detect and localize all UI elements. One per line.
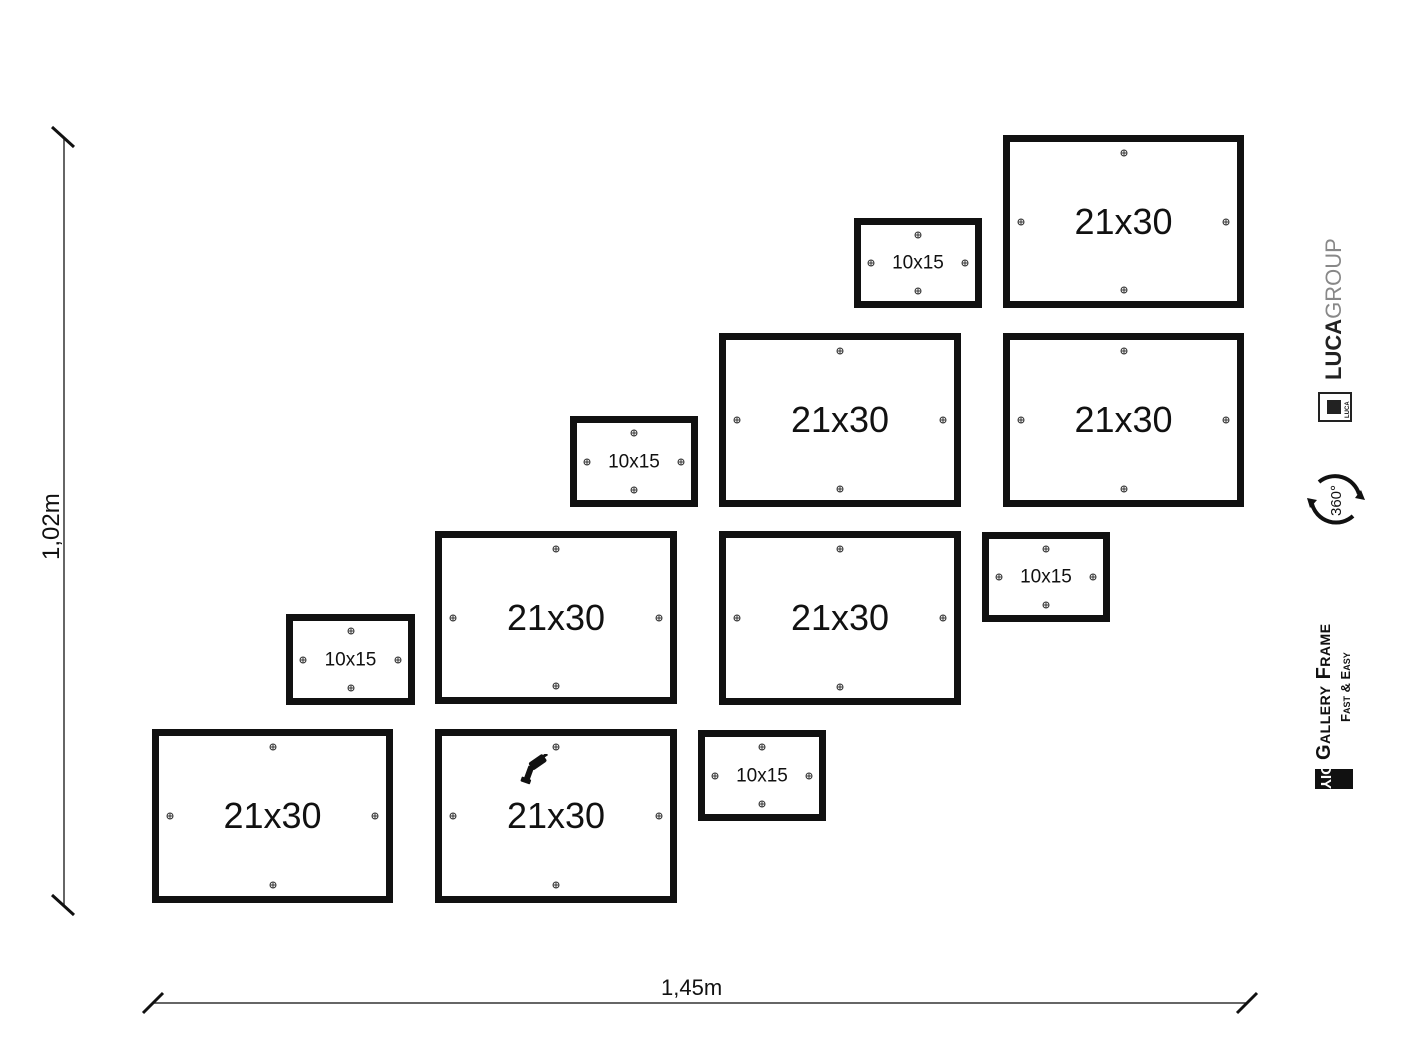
frame-21x30-bottom-middle: 21x30 [435, 729, 677, 903]
frame-10x15-bottom: 10x15 [698, 730, 826, 821]
nail-mark-icon [733, 614, 741, 622]
width-tick-left [141, 991, 165, 1015]
nail-mark-icon [939, 416, 947, 424]
nail-mark-icon [371, 812, 379, 820]
nail-mark-icon [1120, 485, 1127, 493]
nail-mark-icon [449, 614, 457, 621]
nail-mark-icon [299, 656, 307, 663]
nail-mark-icon [655, 614, 663, 621]
frame-size-label: 21x30 [506, 596, 606, 638]
frame-21x30-row3-left: 21x30 [435, 531, 677, 704]
nail-mark-icon [939, 614, 947, 622]
frame-size-label: 21x30 [1074, 399, 1173, 440]
nail-mark-icon [995, 573, 1003, 581]
product-title: Gallery Frame [1313, 623, 1335, 760]
nail-mark-icon [733, 416, 741, 424]
luca-logo-icon: LUCA [1318, 392, 1352, 422]
nail-mark-icon [552, 743, 560, 751]
frame-size-label: 21x30 [223, 795, 322, 836]
nail-mark-icon [1017, 218, 1025, 225]
nail-mark-icon [805, 772, 813, 779]
nail-mark-icon [1042, 545, 1050, 553]
frame-size-label: 10x15 [1020, 566, 1072, 588]
frame-21x30-bottom-left: 21x30 [152, 729, 393, 903]
product-diy-badge: DIY [1315, 764, 1353, 789]
frame-10x15-row3-right: 10x15 [982, 532, 1110, 622]
height-tick-top [50, 125, 76, 149]
nail-mark-icon [630, 486, 638, 494]
frame-size-label: 10x15 [892, 252, 944, 274]
product-tagline: Fast & Easy [1338, 652, 1353, 722]
nail-mark-icon [1089, 573, 1097, 581]
nail-mark-icon [836, 545, 844, 553]
frame-21x30-row2-right: 21x30 [1003, 333, 1244, 507]
nail-mark-icon [394, 656, 402, 663]
brand-name-light: GROUP [1321, 238, 1346, 319]
nail-mark-icon [166, 812, 174, 820]
frame-21x30-top-right: 21x30 [1003, 135, 1244, 308]
frame-size-label: 10x15 [736, 765, 788, 786]
nail-mark-icon [711, 772, 719, 779]
brand-name-bold: LUCA [1321, 318, 1346, 380]
nail-mark-icon [1120, 286, 1127, 294]
badge-360-text: 360° [1328, 484, 1345, 516]
frame-10x15-top: 10x15 [854, 218, 982, 308]
frame-21x30-row2-middle: 21x30 [719, 333, 961, 507]
frame-10x15-row3-left: 10x15 [286, 614, 415, 705]
frame-size-label: 10x15 [608, 451, 660, 472]
frame-size-label: 21x30 [1074, 200, 1173, 242]
nail-mark-icon [347, 627, 354, 635]
nail-mark-icon [269, 743, 276, 751]
nail-mark-icon [552, 545, 560, 553]
nail-mark-icon [867, 259, 875, 267]
frame-21x30-row3-middle: 21x30 [719, 531, 961, 705]
nail-mark-icon [914, 231, 922, 239]
width-tick-right [1235, 991, 1259, 1015]
nail-mark-icon [758, 743, 766, 751]
width-label: 1,45m [661, 975, 723, 1000]
nail-mark-icon [552, 682, 560, 690]
frame-size-label: 21x30 [790, 597, 890, 638]
logo-mini-text: LUCA [1345, 401, 1351, 418]
nail-mark-icon [836, 347, 844, 355]
height-tick-bottom [50, 893, 76, 917]
nail-mark-icon [1222, 218, 1230, 225]
brand-name: LUCAGROUP [1321, 238, 1346, 380]
nail-mark-icon [583, 458, 591, 465]
nail-mark-icon [552, 881, 560, 889]
nail-mark-icon [1120, 149, 1127, 157]
nail-mark-icon [1042, 601, 1050, 609]
nail-mark-icon [836, 485, 844, 493]
nail-mark-icon [1222, 416, 1230, 424]
nail-mark-icon [914, 287, 922, 295]
diy-text: DIY [1317, 763, 1334, 789]
frame-size-label: 10x15 [324, 649, 377, 670]
nail-mark-icon [677, 458, 685, 465]
rotate-360-icon [1307, 474, 1365, 525]
nail-mark-icon [1017, 416, 1025, 424]
nail-mark-icon [1120, 347, 1127, 355]
nail-mark-icon [449, 812, 457, 820]
nail-mark-icon [347, 684, 354, 692]
height-label: 1,02m [38, 493, 65, 560]
nail-mark-icon [836, 683, 844, 691]
nail-mark-icon [655, 812, 663, 820]
frame-size-label: 21x30 [790, 399, 890, 440]
frame-size-label: 21x30 [506, 795, 606, 836]
nail-mark-icon [758, 800, 766, 808]
nail-mark-icon [630, 429, 638, 437]
nail-mark-icon [269, 881, 276, 889]
nail-mark-icon [961, 259, 969, 267]
drill-icon [520, 754, 549, 785]
frame-10x15-row2: 10x15 [570, 416, 698, 507]
